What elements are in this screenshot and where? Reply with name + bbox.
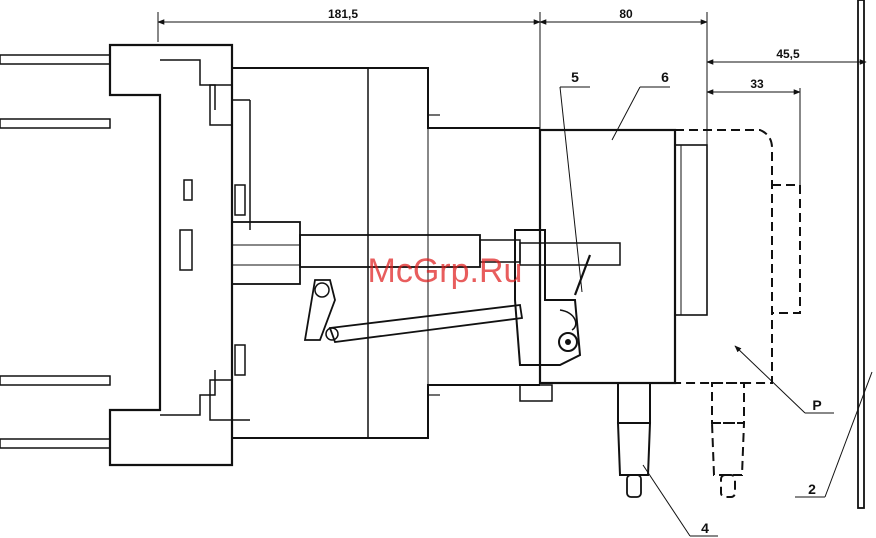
tie-bars (0, 55, 110, 448)
dim-45-5: 45,5 (776, 47, 800, 61)
cylinder-solid (618, 383, 650, 497)
callout-leaders (560, 87, 872, 536)
wall-plate (858, 0, 864, 508)
callout-2: 2 (808, 481, 816, 497)
cylinder-dashed (712, 383, 744, 497)
dim-181-5: 181,5 (328, 7, 358, 21)
callout-p: P (812, 397, 821, 413)
callout-6: 6 (661, 69, 669, 85)
callout-5: 5 (571, 69, 579, 85)
fixed-platen (110, 45, 250, 465)
main-block-solid (540, 130, 707, 383)
watermark: McGrp.Ru (368, 252, 523, 290)
dim-80: 80 (619, 7, 633, 21)
callout-4: 4 (701, 520, 709, 536)
dim-33: 33 (750, 77, 764, 91)
dimension-lines (158, 12, 866, 185)
